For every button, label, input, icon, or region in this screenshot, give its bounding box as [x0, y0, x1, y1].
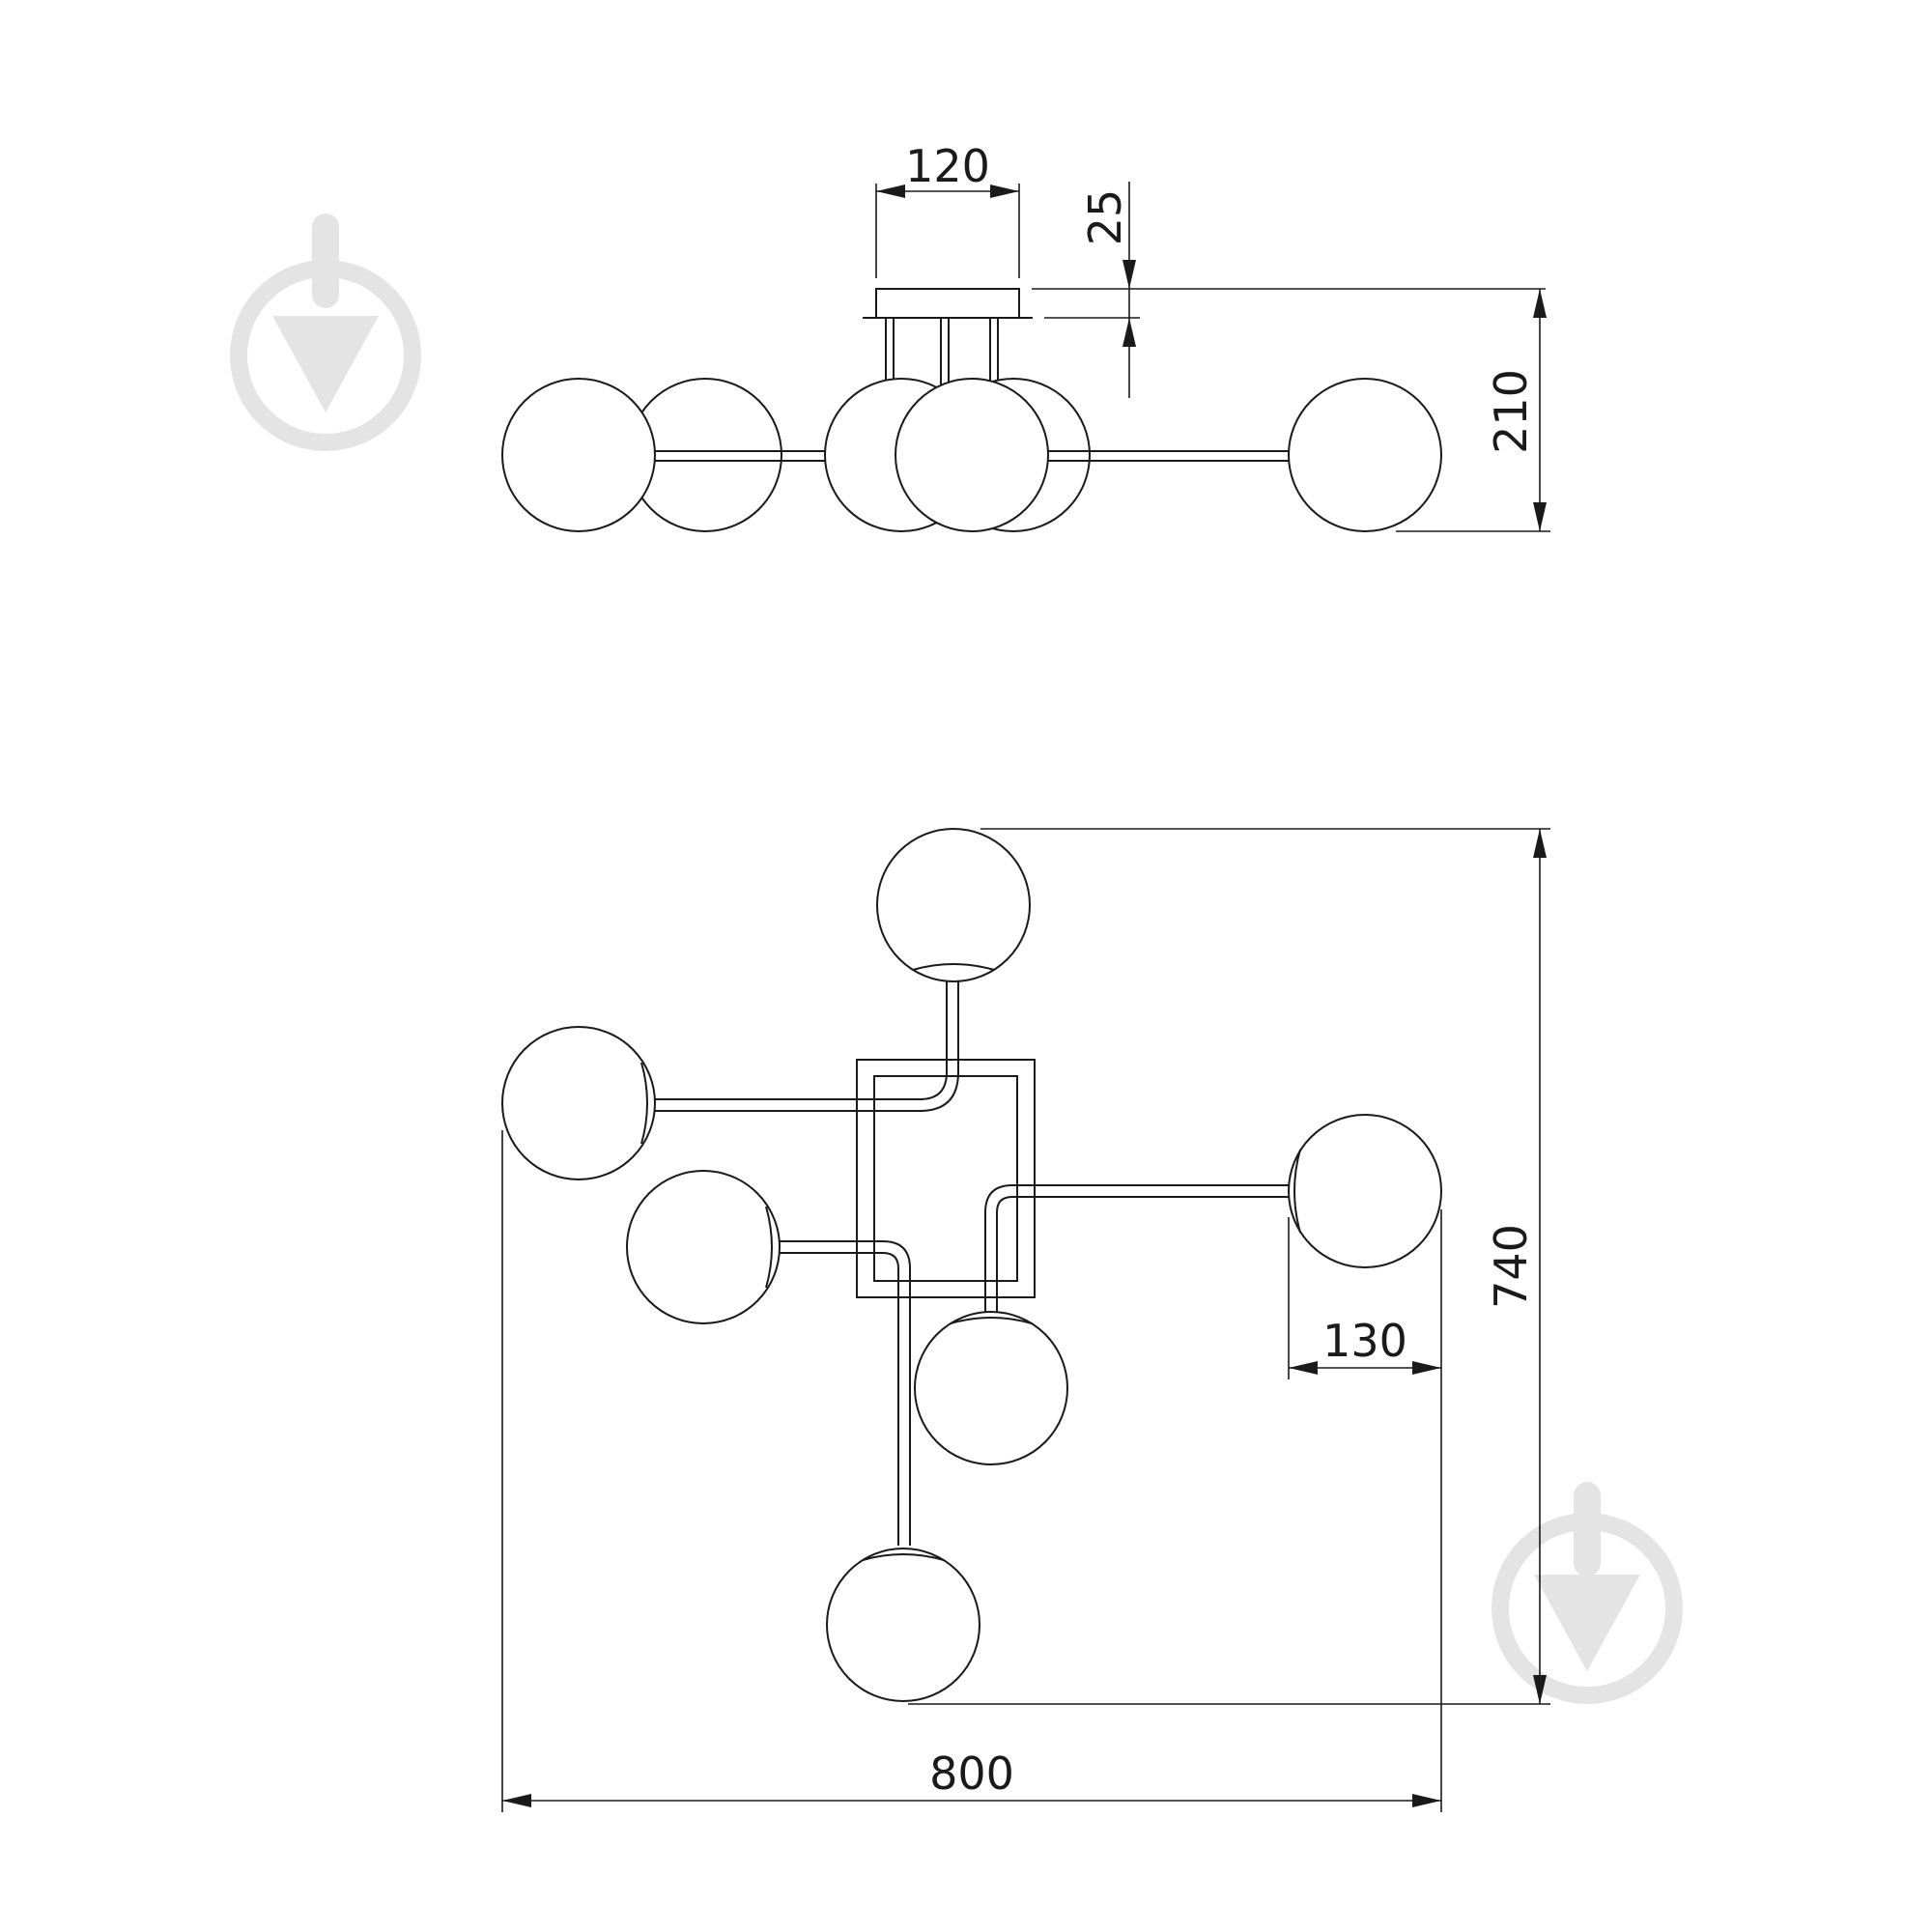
dimension-total-width: 800	[501, 1130, 1442, 1812]
globe	[626, 1170, 781, 1324]
dimension-label: 130	[1322, 1315, 1407, 1367]
dimension-canopy-height: 25	[1032, 182, 1546, 398]
dimension-label: 740	[1485, 1224, 1537, 1309]
globe	[895, 378, 1049, 532]
dimension-label: 120	[905, 140, 990, 192]
globe	[501, 1026, 656, 1180]
pin-drop-icon	[272, 316, 379, 412]
dimension-label: 25	[1079, 189, 1131, 246]
globe	[914, 1311, 1068, 1465]
side-view: 120 25 210	[501, 140, 1550, 532]
globe-holder	[950, 1317, 1033, 1324]
top-view: 740 800 130	[501, 828, 1550, 1812]
arm	[984, 1184, 1294, 1314]
pin-drop-icon	[1574, 1482, 1601, 1577]
frame-outer	[856, 1059, 1036, 1298]
dimension-label: 210	[1485, 369, 1537, 454]
dimension-canopy-width: 120	[875, 140, 1020, 278]
globe	[501, 378, 656, 532]
watermark-bottom-right	[1492, 1482, 1683, 1704]
globe-holder	[912, 963, 995, 971]
globe-holder	[640, 1062, 648, 1145]
dimension-label: 800	[929, 1747, 1014, 1800]
pin-drop-icon	[1534, 1575, 1640, 1671]
globe-holder	[765, 1206, 773, 1289]
arm	[996, 1196, 1294, 1314]
dimension-total-height: 210	[1396, 289, 1550, 532]
pin-drop-icon	[312, 213, 339, 308]
watermark-top-left	[230, 213, 421, 451]
arm	[655, 969, 959, 1112]
globe	[876, 828, 1031, 982]
arm	[779, 1240, 911, 1546]
frame-inner	[873, 1075, 1018, 1282]
globe	[1288, 1114, 1442, 1268]
arm	[779, 1252, 899, 1546]
globe	[826, 1548, 980, 1702]
globe-holder	[862, 1553, 945, 1561]
dimension-globe-diameter: 130	[1288, 1217, 1441, 1379]
arm	[655, 969, 948, 1100]
globe-holder	[1293, 1149, 1301, 1234]
dimension-total-depth: 740	[908, 828, 1550, 1705]
canopy	[875, 288, 1020, 319]
globe	[1288, 378, 1442, 532]
